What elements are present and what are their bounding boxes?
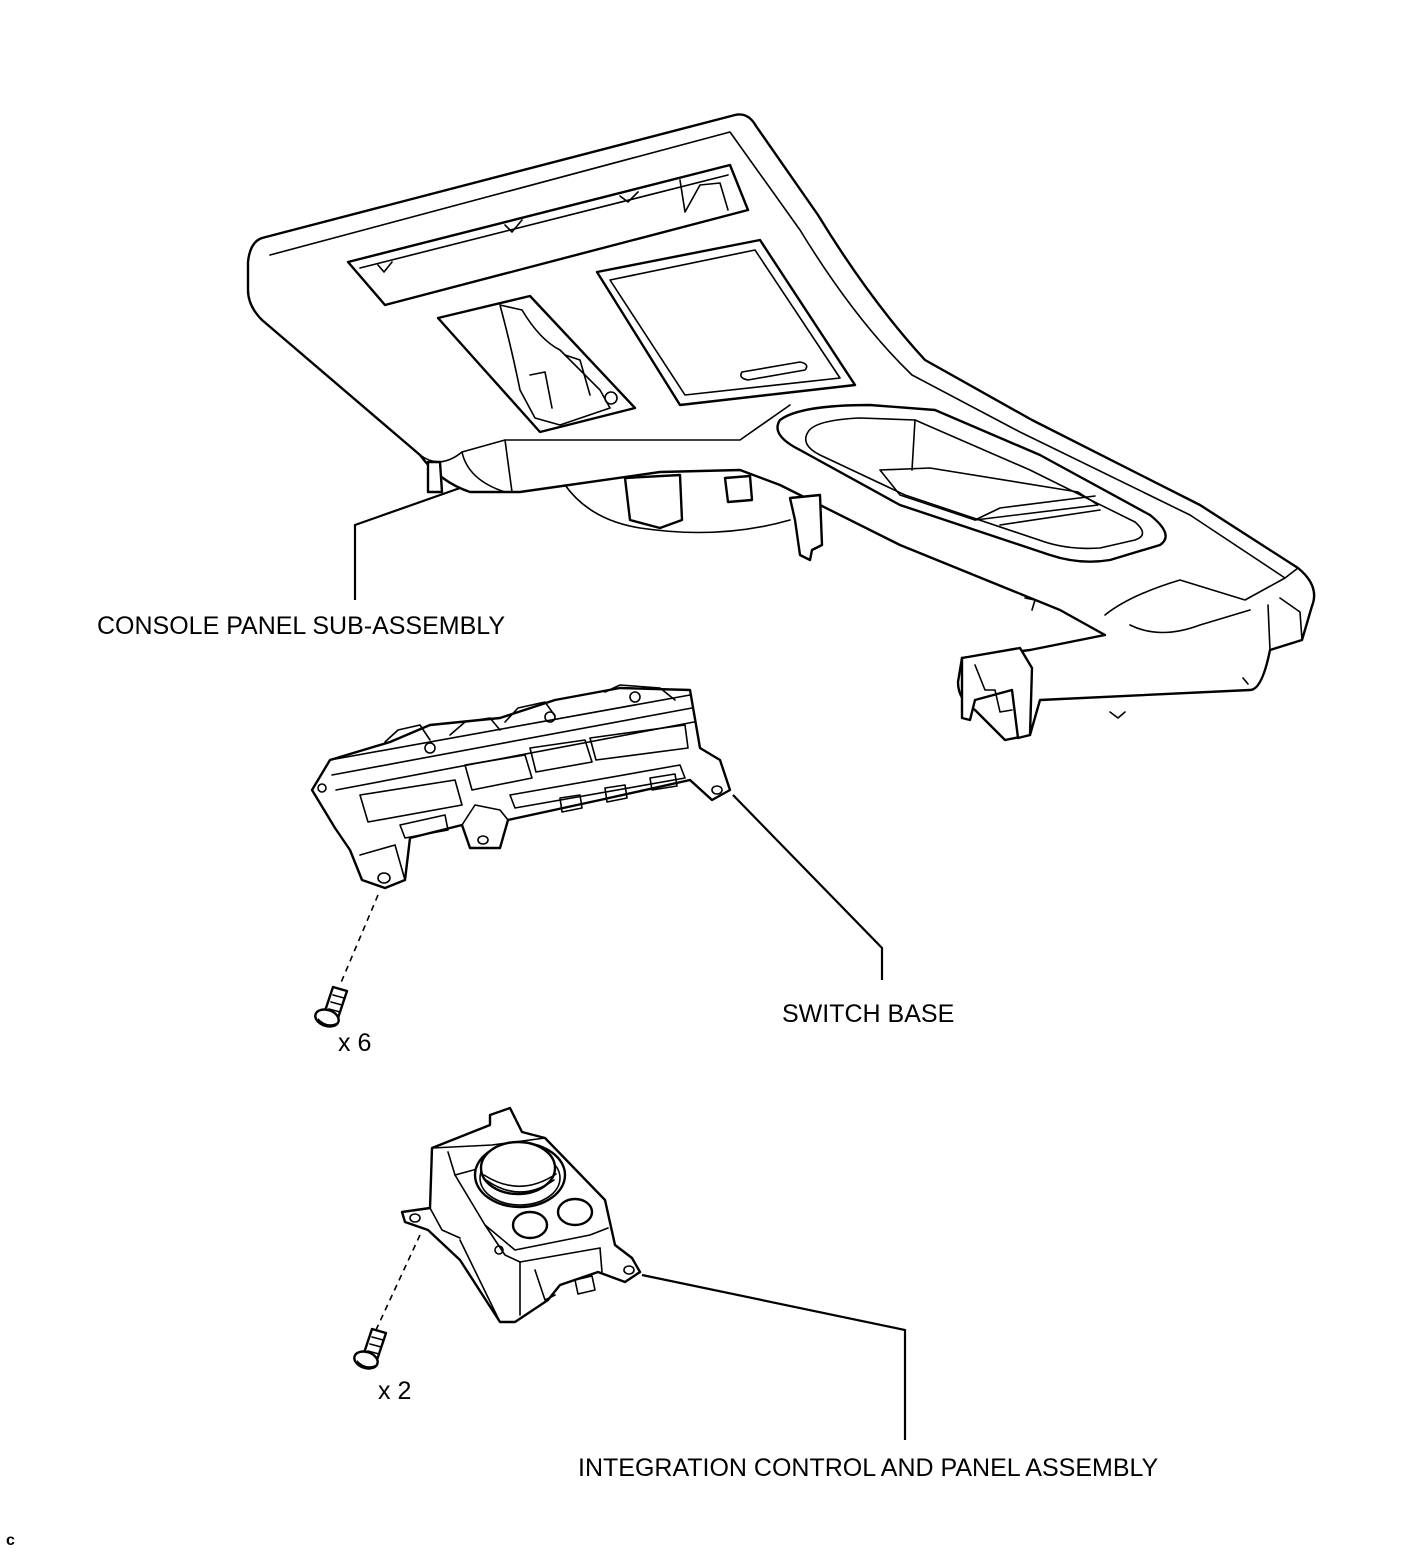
switch-base-leader-line bbox=[732, 794, 884, 980]
integration-control-leader-line bbox=[641, 1273, 907, 1440]
screw-quantity-integration-control: x 2 bbox=[378, 1377, 412, 1405]
illustration-code: c bbox=[6, 1532, 15, 1549]
screw-icon-integration-control bbox=[353, 1327, 388, 1370]
console-panel-drawing bbox=[246, 113, 1316, 742]
console-panel-label: CONSOLE PANEL SUB-ASSEMBLY bbox=[97, 612, 505, 640]
screw-icon-switch-base bbox=[314, 985, 349, 1028]
integration-control-drawing bbox=[400, 1106, 642, 1324]
console-panel-leader-line bbox=[353, 486, 461, 600]
integration-control-label: INTEGRATION CONTROL AND PANEL ASSEMBLY bbox=[578, 1454, 1159, 1482]
switch-base-label: SWITCH BASE bbox=[782, 1000, 955, 1028]
screw-quantity-switch-base: x 6 bbox=[338, 1029, 372, 1057]
switch-base-drawing bbox=[310, 684, 732, 890]
